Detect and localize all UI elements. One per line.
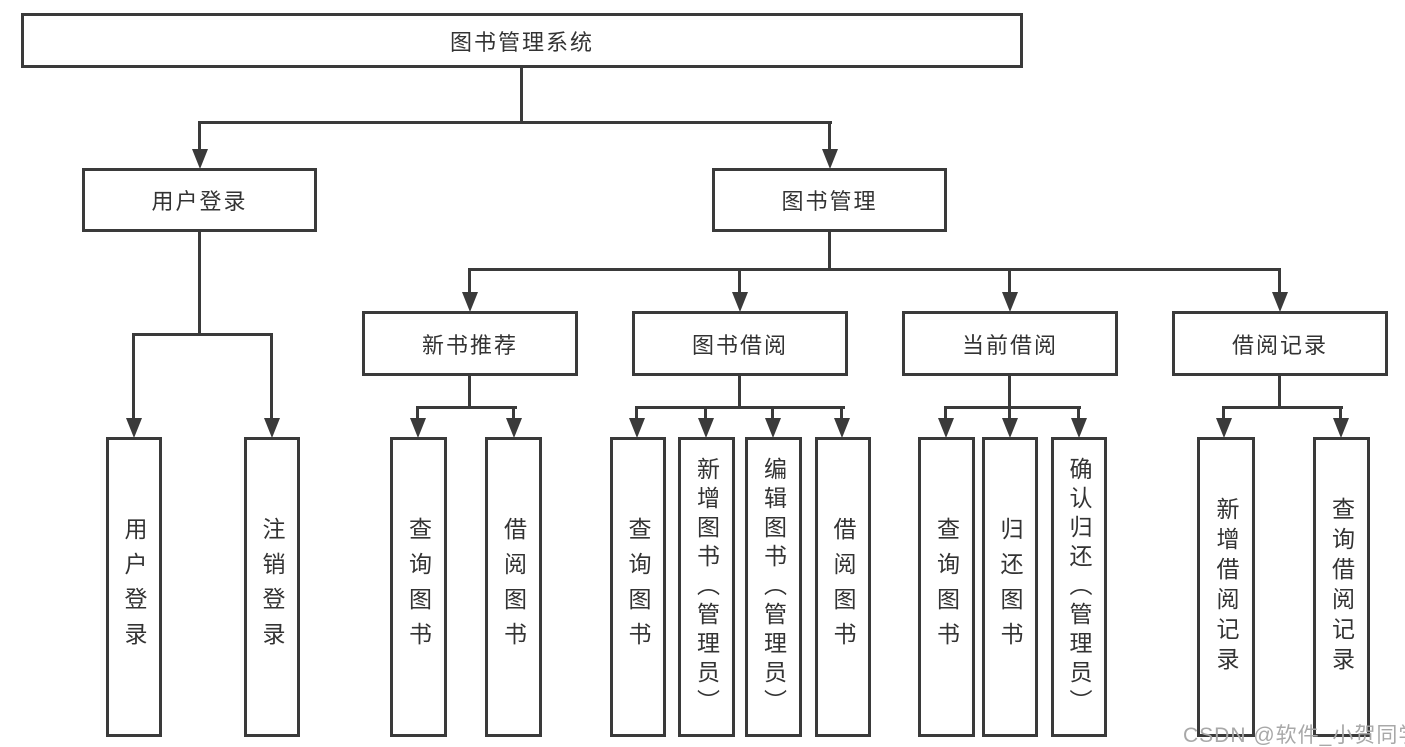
- connector-line: [132, 333, 135, 420]
- arrow-down-icon: [1272, 292, 1288, 312]
- connector-line: [1008, 406, 1011, 420]
- connector-line: [1008, 268, 1011, 293]
- leaf-user-login: 用户登录: [106, 437, 162, 737]
- arrow-down-icon: [732, 292, 748, 312]
- connector-line: [944, 406, 947, 420]
- arrow-down-icon: [1002, 418, 1018, 438]
- arrow-down-icon: [462, 292, 478, 312]
- connector-line: [1278, 268, 1281, 293]
- connector-line: [270, 333, 273, 420]
- node-book-management: 图书管理: [712, 168, 947, 232]
- connector-line: [416, 406, 517, 409]
- connector-line: [1222, 406, 1225, 420]
- arrow-down-icon: [410, 418, 426, 438]
- leaf-confirm-return-admin: 确认归还（管理员）: [1051, 437, 1107, 737]
- leaf-borrow-books: 借阅图书: [485, 437, 542, 737]
- arrow-down-icon: [264, 418, 280, 438]
- connector-line: [738, 268, 741, 293]
- connector-line: [828, 121, 831, 150]
- leaf-logout: 注销登录: [244, 437, 300, 737]
- node-library-management-system: 图书管理系统: [21, 13, 1023, 68]
- connector-line: [468, 268, 1281, 271]
- connector-line: [635, 406, 845, 409]
- connector-line: [1222, 406, 1343, 409]
- connector-line: [635, 406, 638, 420]
- node-new-book-recommend: 新书推荐: [362, 311, 578, 376]
- connector-line: [1278, 376, 1281, 408]
- connector-line: [828, 232, 831, 270]
- arrow-down-icon: [834, 418, 850, 438]
- leaf-add-borrow-record: 新增借阅记录: [1197, 437, 1255, 737]
- connector-line: [840, 406, 843, 420]
- leaf-query-books: 查询图书: [918, 437, 975, 737]
- connector-line: [198, 121, 201, 150]
- leaf-edit-books-admin: 编辑图书（管理员）: [745, 437, 802, 737]
- node-user-login: 用户登录: [82, 168, 317, 232]
- connector-line: [771, 406, 774, 420]
- leaf-query-books: 查询图书: [390, 437, 447, 737]
- connector-line: [468, 268, 471, 293]
- leaf-query-borrow-record: 查询借阅记录: [1313, 437, 1370, 737]
- connector-line: [1339, 406, 1342, 420]
- node-book-borrowing: 图书借阅: [632, 311, 848, 376]
- connector-line: [704, 406, 707, 420]
- connector-line: [198, 232, 201, 335]
- arrow-down-icon: [629, 418, 645, 438]
- connector-line: [1077, 406, 1080, 420]
- arrow-down-icon: [1071, 418, 1087, 438]
- connector-line: [1008, 376, 1011, 408]
- arrow-down-icon: [1333, 418, 1349, 438]
- connector-line: [944, 406, 1081, 409]
- connector-line: [512, 406, 515, 420]
- connector-line: [520, 68, 523, 123]
- arrow-down-icon: [765, 418, 781, 438]
- leaf-query-books: 查询图书: [610, 437, 666, 737]
- arrow-down-icon: [938, 418, 954, 438]
- connector-line: [132, 333, 273, 336]
- arrow-down-icon: [126, 418, 142, 438]
- node-current-borrowing: 当前借阅: [902, 311, 1118, 376]
- connector-line: [198, 121, 832, 124]
- arrow-down-icon: [1002, 292, 1018, 312]
- leaf-add-books-admin: 新增图书（管理员）: [678, 437, 735, 737]
- node-borrowing-records: 借阅记录: [1172, 311, 1388, 376]
- connector-line: [468, 376, 471, 408]
- csdn-watermark: CSDN @软件_小贺同学: [1183, 724, 1405, 747]
- arrow-down-icon: [1216, 418, 1232, 438]
- leaf-return-books: 归还图书: [982, 437, 1038, 737]
- leaf-borrow-books: 借阅图书: [815, 437, 871, 737]
- connector-line: [416, 406, 419, 420]
- connector-line: [738, 376, 741, 408]
- arrow-down-icon: [192, 149, 208, 169]
- arrow-down-icon: [698, 418, 714, 438]
- arrow-down-icon: [506, 418, 522, 438]
- arrow-down-icon: [822, 149, 838, 169]
